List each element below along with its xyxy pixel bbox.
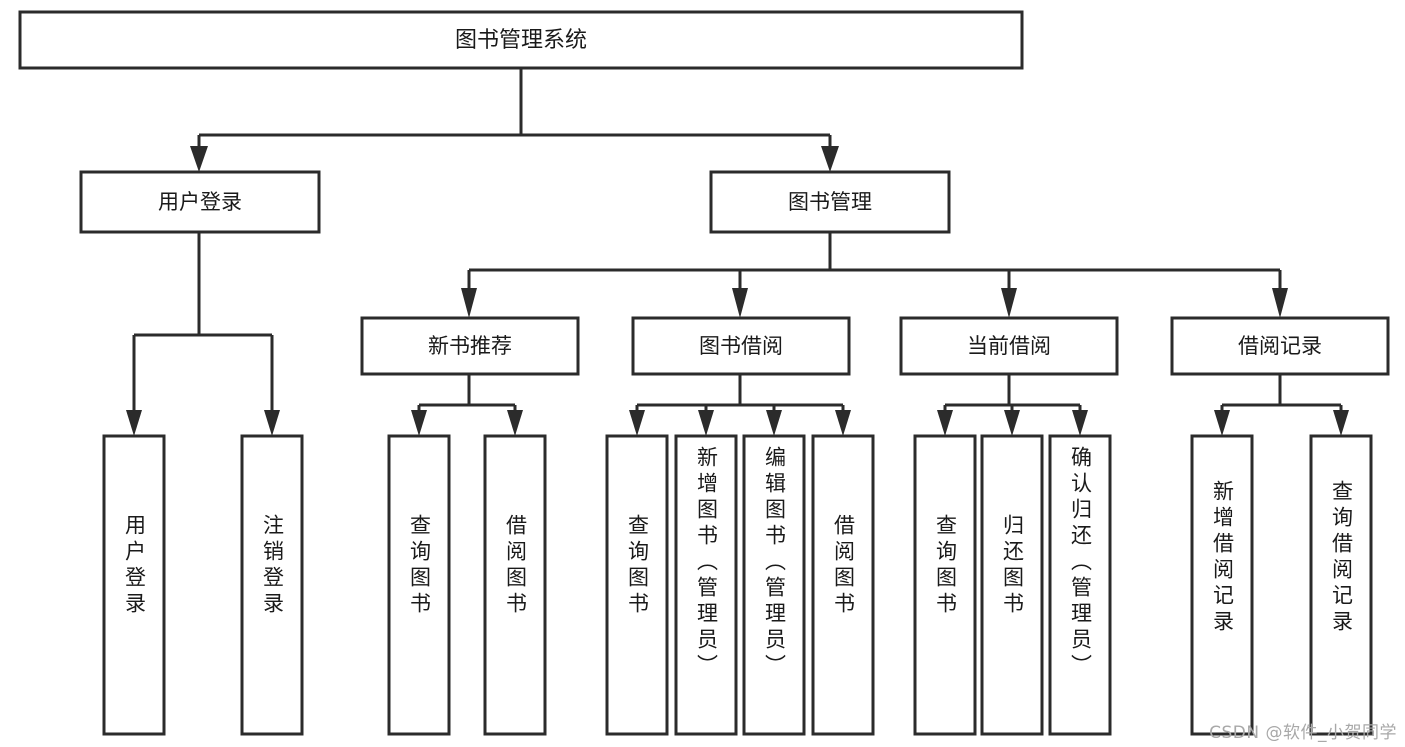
arrow-head-br-leaf-2 [1333,410,1349,436]
connector-group-book-borrow [629,374,851,436]
leaf-box-new-book-2[interactable] [483,434,547,736]
arrow-head-leaf-user-login-2 [264,410,280,436]
arrow-head-user-login [190,146,208,172]
leaf-box-user-login-2[interactable] [240,434,304,736]
node-borrow-record-label: 借阅记录 [1238,334,1322,358]
node-borrow-record-box[interactable] [1170,316,1390,376]
node-book-borrow-label: 图书借阅 [699,334,783,358]
connector-group-borrow-record [1214,374,1349,436]
node-root-label: 图书管理系统 [455,28,587,53]
arrow-head-bb-leaf-2 [698,410,714,436]
leaf-box-book-borrow-2[interactable] [674,434,738,736]
leaf-box-new-book-1[interactable] [387,434,451,736]
connector-group-new-book [411,374,523,436]
arrow-head-book-borrow [732,288,748,318]
leaf-box-book-borrow-4[interactable] [811,434,875,736]
arrow-head-nb-leaf-1 [411,410,427,436]
leaf-box-book-borrow-1[interactable] [605,434,669,736]
leaf-boxes-current-borrow [913,434,1112,736]
node-new-book-recommend-box[interactable] [360,316,580,376]
leaf-boxes-book-borrow [605,434,875,736]
arrow-head-cb-leaf-2 [1004,410,1020,436]
leaf-box-book-borrow-3[interactable] [742,434,806,736]
arrow-head-bb-leaf-1 [629,410,645,436]
leaf-box-borrow-record-1[interactable] [1190,434,1254,736]
node-book-manage-label: 图书管理 [788,190,872,214]
arrow-head-nb-leaf-2 [507,410,523,436]
connector-group-current-borrow [937,374,1088,436]
node-root-box[interactable] [18,10,1024,70]
node-user-login-label: 用户登录 [158,190,242,214]
node-user-login[interactable]: 用户登录 [79,170,321,234]
connector-group-book-manage [461,232,1288,318]
leaf-box-current-borrow-3[interactable] [1048,434,1112,736]
node-user-login-box[interactable] [79,170,321,234]
csdn-watermark: CSDN @软件_小贺同学 [1209,723,1397,743]
arrow-head-cb-leaf-3 [1072,410,1088,436]
arrow-head-br-leaf-1 [1214,410,1230,436]
leaf-box-current-borrow-1[interactable] [913,434,977,736]
node-book-manage[interactable]: 图书管理 [709,170,951,234]
node-current-borrow-label: 当前借阅 [967,334,1051,358]
node-book-borrow[interactable]: 图书借阅 [631,316,851,376]
arrow-head-bb-leaf-4 [835,410,851,436]
leaf-box-user-login-1[interactable] [102,434,166,736]
connector-group-user-login [126,232,280,436]
leaf-boxes-user-login [102,434,304,736]
arrow-head-cb-leaf-1 [937,410,953,436]
arrow-head-bb-leaf-3 [766,410,782,436]
leaf-box-borrow-record-2[interactable] [1309,434,1373,736]
arrow-head-new-book [461,288,477,318]
connector-group-root [190,68,839,172]
node-current-borrow[interactable]: 当前借阅 [899,316,1119,376]
leaf-box-current-borrow-2[interactable] [980,434,1044,736]
arrow-head-book-manage [821,146,839,172]
arrow-head-current-borrow [1001,288,1017,318]
node-current-borrow-box[interactable] [899,316,1119,376]
arrow-head-borrow-record [1272,288,1288,318]
leaf-boxes-borrow-record [1190,434,1373,736]
node-new-book-recommend-label: 新书推荐 [428,334,512,358]
arrow-head-leaf-user-login-1 [126,410,142,436]
node-new-book-recommend[interactable]: 新书推荐 [360,316,580,376]
leaf-boxes-new-book [387,434,547,736]
node-book-manage-box[interactable] [709,170,951,234]
node-book-borrow-box[interactable] [631,316,851,376]
node-borrow-record[interactable]: 借阅记录 [1170,316,1390,376]
node-root[interactable]: 图书管理系统 [18,10,1024,70]
